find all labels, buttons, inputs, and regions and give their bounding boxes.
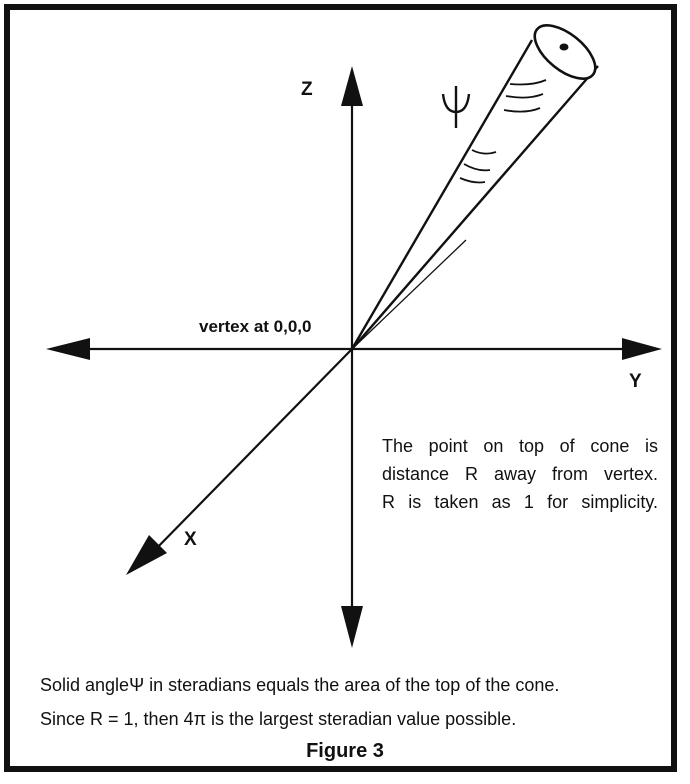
figure-title: Figure 3: [306, 740, 384, 762]
caption-line-2: Since R = 1, then 4π is the largest ster…: [40, 709, 517, 729]
figure-border: [4, 4, 677, 772]
y-axis-label: Y: [629, 371, 642, 392]
psi-symbol: [441, 86, 471, 128]
cone-note-line-3: R is taken as 1 for simplicity.: [382, 492, 658, 512]
x-axis: [126, 348, 353, 575]
z-axis-down-arrowhead: [341, 606, 363, 648]
z-axis-label: Z: [301, 79, 313, 100]
cone-inner-line: [351, 239, 467, 350]
y-axis-right-arrowhead: [622, 338, 662, 360]
y-axis: [46, 338, 662, 360]
cone: [350, 24, 599, 350]
cone-left-edge: [350, 39, 534, 350]
vertex-label: vertex at 0,0,0: [199, 317, 312, 336]
x-axis-arrowhead: [126, 535, 167, 575]
cone-note-line-1: The point on top of cone is: [382, 436, 658, 456]
cone-note-line-2: distance R away from vertex.: [382, 464, 658, 484]
x-axis-label: X: [184, 529, 197, 550]
z-axis-up-arrowhead: [341, 66, 363, 106]
figure-caption: Solid angleΨ in steradians equals the ar…: [40, 668, 559, 736]
cone-shading-marks: [459, 79, 547, 184]
cone-right-edge: [351, 65, 599, 350]
cone-top-point: [559, 43, 569, 51]
cone-note: The point on top of cone is distance R a…: [382, 432, 658, 516]
y-axis-left-arrowhead: [46, 338, 90, 360]
cone-top: [533, 24, 597, 80]
caption-line-1: Solid angleΨ in steradians equals the ar…: [40, 675, 560, 695]
